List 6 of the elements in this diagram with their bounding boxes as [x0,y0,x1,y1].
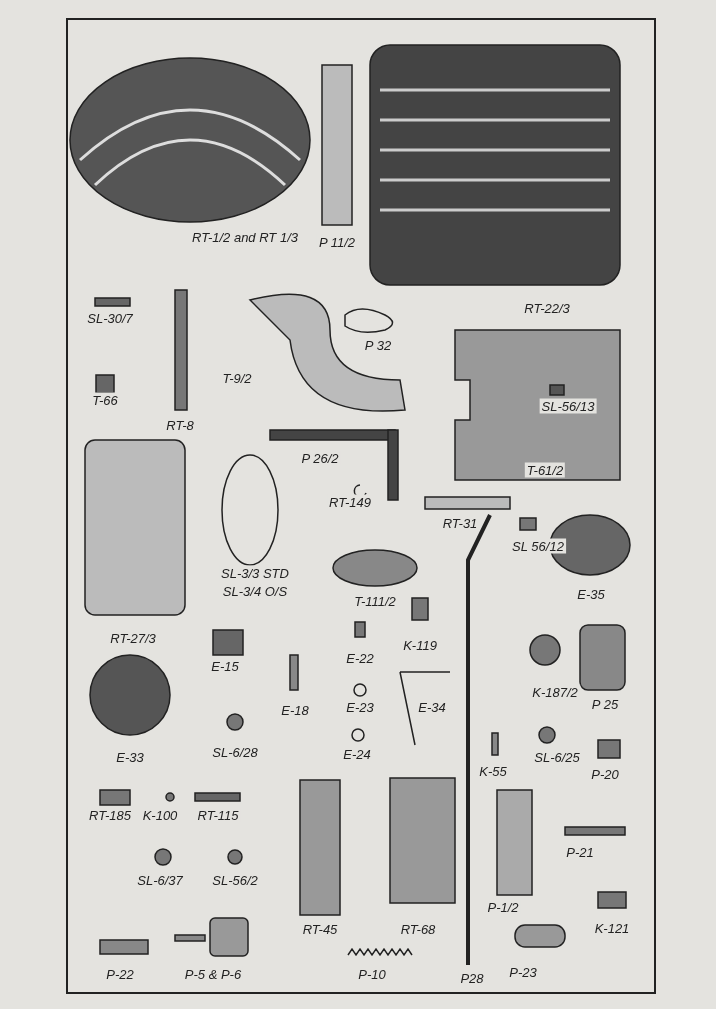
part-number: RT-149 [327,494,373,510]
part-number: T-66 [90,392,120,408]
part-number: SL-56/13 [539,398,597,414]
part-number: K-187/2 [530,684,580,700]
part-number: SL 56/12 [510,538,566,554]
part-number: T-61/2 [524,462,566,478]
